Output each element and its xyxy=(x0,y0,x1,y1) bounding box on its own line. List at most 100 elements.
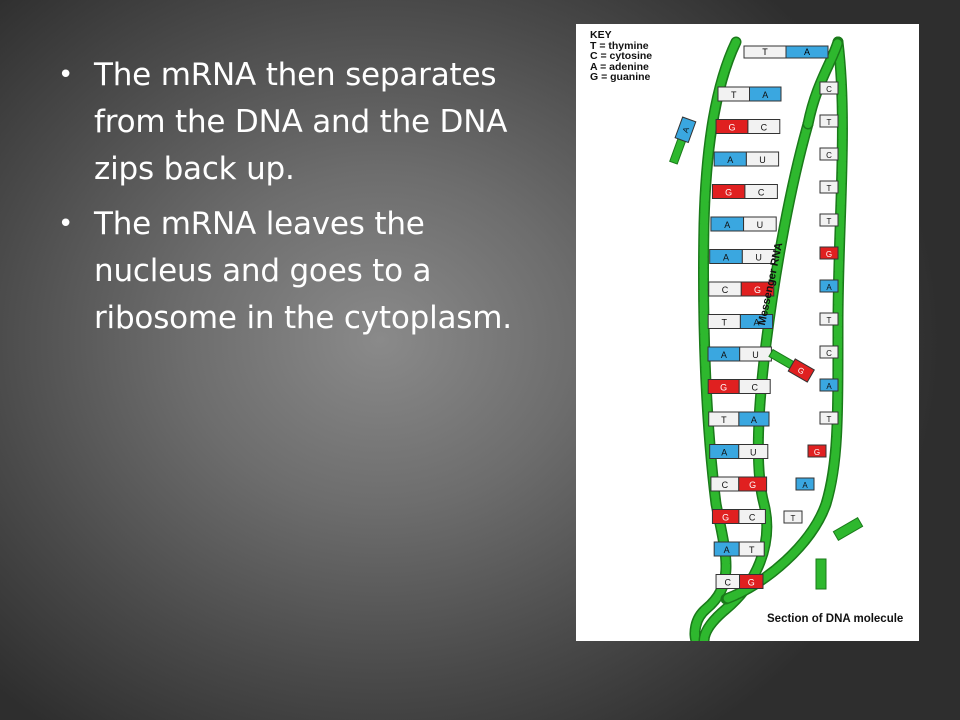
base-label: U xyxy=(755,253,762,263)
nucleotide xyxy=(795,477,815,491)
base-label: A xyxy=(681,125,692,134)
base-label: A xyxy=(724,220,730,230)
base-label: G xyxy=(796,365,806,376)
base-label: G xyxy=(814,448,820,457)
unpaired-nucleotide: C xyxy=(819,81,839,95)
legend-title: KEY xyxy=(590,29,612,41)
right-dna-strand-top xyxy=(804,38,842,128)
nucleotide-right xyxy=(741,249,776,264)
nucleotide-right xyxy=(738,379,771,394)
backbone-fragment xyxy=(832,516,864,542)
base-label: C xyxy=(761,123,768,133)
unpaired-nucleotide: T xyxy=(819,312,839,326)
base-label: A xyxy=(826,382,832,391)
backbone-fragment xyxy=(815,558,827,590)
unpaired-nucleotide: G xyxy=(807,444,827,458)
right-dna-strand xyxy=(722,38,847,603)
bullet-list: • The mRNA then separates from the DNA an… xyxy=(58,52,528,350)
figure-caption: Section of DNA molecule xyxy=(767,613,904,625)
base-label: C xyxy=(758,188,765,198)
sugar-phosphate xyxy=(768,348,795,370)
base-label: G xyxy=(725,188,732,198)
nucleotide-right xyxy=(739,574,764,589)
base-label: T xyxy=(827,316,832,325)
nucleotide xyxy=(819,279,839,293)
base-label: T xyxy=(762,47,768,57)
nucleotide xyxy=(819,81,839,95)
base-label: U xyxy=(750,448,757,458)
nucleotide xyxy=(674,116,697,144)
base-label: G xyxy=(748,578,755,588)
unpaired-nucleotide: A xyxy=(819,279,839,293)
base-label: A xyxy=(762,90,768,100)
unpaired-nucleotide: T xyxy=(819,411,839,425)
base-label: A xyxy=(802,481,808,490)
nucleotide xyxy=(819,180,839,194)
base-label: A xyxy=(753,318,759,328)
base-label: A xyxy=(804,47,810,57)
unpaired-nucleotide: T xyxy=(819,114,839,128)
nucleotide-right xyxy=(749,86,782,102)
base-label: G xyxy=(722,513,729,523)
legend-entry-cytosine: C = cytosine xyxy=(590,50,653,62)
unpaired-nucleotide: T xyxy=(819,213,839,227)
loose-nucleotides: AG xyxy=(669,116,864,590)
base-label: U xyxy=(759,155,766,165)
base-label: G xyxy=(728,123,735,133)
base-label: T xyxy=(827,415,832,424)
base-label: T xyxy=(827,184,832,193)
nucleotide-right xyxy=(744,184,778,199)
legend-entry-adenine: A = adenine xyxy=(590,60,649,73)
nucleotide-right xyxy=(745,151,780,167)
nucleotide xyxy=(819,213,839,227)
nucleotide xyxy=(819,378,839,392)
nucleotide-right xyxy=(739,314,774,329)
base-label: C xyxy=(722,285,729,295)
base-label: T xyxy=(827,217,832,226)
bullet-text: The mRNA then separates from the DNA and… xyxy=(94,57,508,187)
base-label: C xyxy=(749,513,756,523)
nucleotide-right xyxy=(747,119,781,134)
unpaired-nucleotide: A xyxy=(819,378,839,392)
nucleotide xyxy=(819,246,839,260)
base-label: G xyxy=(749,480,756,490)
free-nucleotide: G xyxy=(768,348,815,383)
base-label: G xyxy=(720,383,727,393)
base-label: G xyxy=(826,250,832,259)
unpaired-nucleotide: T xyxy=(783,510,803,524)
base-label: T xyxy=(791,514,796,523)
base-label: C xyxy=(725,578,732,588)
legend-entry-guanine: G = guanine xyxy=(590,71,651,83)
base-label: C xyxy=(826,349,832,358)
unpaired-nucleotide: G xyxy=(819,246,839,260)
bullet-item: • The mRNA then separates from the DNA an… xyxy=(58,52,528,193)
bullet-dot: • xyxy=(58,60,74,90)
nucleotide-right xyxy=(738,411,770,427)
unpaired-nucleotide: A xyxy=(795,477,815,491)
bullet-item: •The mRNA leaves the nucleus and goes to… xyxy=(58,201,528,342)
base-label: A xyxy=(721,350,727,360)
legend-entry-thymine: T = thymine xyxy=(590,39,649,52)
unpaired-nucleotide: T xyxy=(819,180,839,194)
nucleotide xyxy=(787,358,815,383)
base-label: C xyxy=(722,480,729,490)
base-label: A xyxy=(751,415,757,425)
nucleotide-right xyxy=(740,281,775,297)
unpaired-nucleotide: C xyxy=(819,345,839,359)
base-label: A xyxy=(723,253,729,263)
base-label: C xyxy=(826,151,832,160)
base-label: T xyxy=(749,545,755,555)
